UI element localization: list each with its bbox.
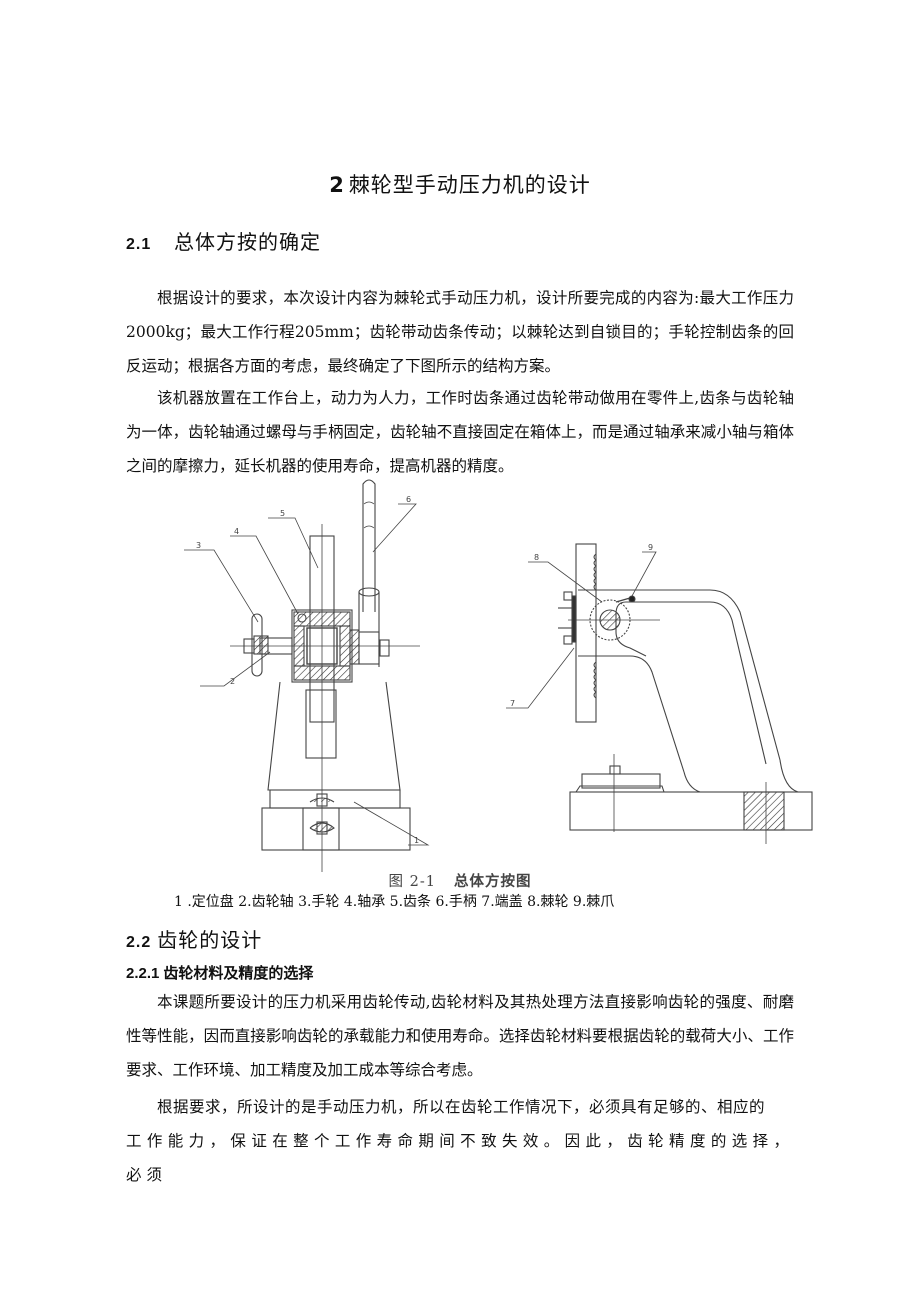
figure-number: 图 2-1 (388, 874, 436, 890)
callout-1: 1 (414, 836, 419, 845)
paragraph-gear-precision: 根据要求，所设计的是手动压力机，所以在齿轮工作情况下，必须具有足够的、相应的 工… (126, 1090, 794, 1192)
section-heading-2-2: 2.2 齿轮的设计 (126, 927, 262, 956)
chapter-title-text: 棘轮型手动压力机的设计 (348, 173, 591, 197)
overall-scheme-figure: 5 4 3 2 6 1 8 9 7 (170, 472, 830, 872)
section-title: 齿轮的设计 (157, 928, 263, 952)
callout-3: 3 (196, 541, 201, 550)
paragraph-line: 工作能力，保证在整个工作寿命期间不致失效。因此，齿轮精度的选择，必须 (126, 1132, 794, 1184)
section-title: 总体方按的确定 (174, 230, 321, 254)
paragraph-design-requirements: 根据设计的要求，本次设计内容为棘轮式手动压力机，设计所要完成的内容为:最大工作压… (126, 289, 794, 375)
engineering-drawing: 5 4 3 2 6 1 8 9 7 (184, 479, 813, 872)
callout-2: 2 (230, 677, 235, 686)
paragraph-gear-material: 本课题所要设计的压力机采用齿轮传动,齿轮材料及其热处理方法直接影响齿轮的强度、耐… (126, 993, 794, 1079)
section-number: 2.1 (126, 236, 152, 253)
subsection-number: 2.2.1 (126, 965, 160, 982)
callout-9: 9 (648, 543, 653, 552)
paragraph-machine-description: 该机器放置在工作台上，动力为人力，工作时齿条通过齿轮带动做用在零件上,齿条与齿轮… (126, 389, 794, 475)
callout-5: 5 (280, 509, 285, 518)
chapter-number: 2 (329, 173, 345, 197)
figure-caption: 图 2-1 总体方按图 (0, 872, 920, 892)
figure-title: 总体方按图 (453, 873, 532, 890)
section-heading-2-1: 2.1 总体方按的确定 (126, 229, 321, 258)
paragraph-line: 根据要求，所设计的是手动压力机，所以在齿轮工作情况下，必须具有足够的、相应的 (157, 1098, 766, 1116)
subsection-title: 齿轮材料及精度的选择 (163, 964, 314, 982)
callout-6: 6 (406, 495, 411, 504)
callout-4: 4 (234, 527, 239, 536)
figure-legend: 1 .定位盘 2.齿轮轴 3.手轮 4.轴承 5.齿条 6.手柄 7.端盖 8.… (174, 894, 615, 910)
callout-8: 8 (534, 553, 539, 562)
section-number: 2.2 (126, 934, 152, 951)
callout-7: 7 (510, 699, 515, 708)
